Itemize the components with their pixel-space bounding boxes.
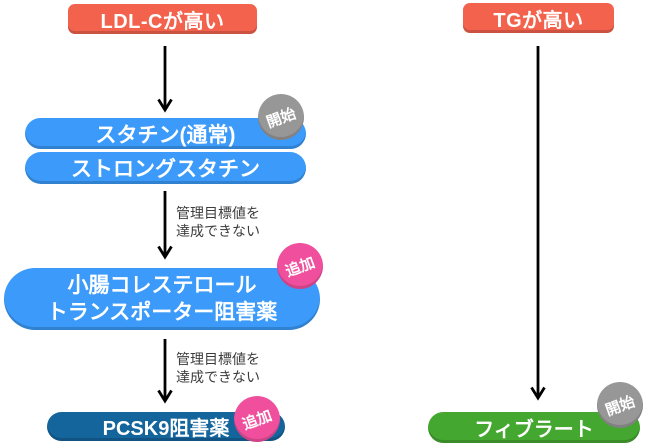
intestinal-inhibitor-label-line1: 小腸コレステロール bbox=[67, 274, 257, 297]
edge-label-line: 達成できない bbox=[176, 223, 260, 239]
start-badge-statin: 開始 bbox=[258, 94, 304, 140]
tg-condition-label: TGが高い bbox=[493, 9, 584, 32]
statin-normal-label: スタチン(通常) bbox=[95, 123, 236, 147]
statin-strong-box: ストロングスタチン bbox=[25, 152, 306, 184]
arrow-ldl-to-statin bbox=[157, 46, 173, 113]
ldl-condition-box: LDL-Cが高い bbox=[68, 4, 257, 34]
edge-label-line: 管理目標値を bbox=[176, 351, 260, 367]
arrow-intestinal-to-pcsk9 bbox=[157, 339, 173, 404]
edge-label-statin-to-intestinal: 管理目標値を 達成できない bbox=[176, 204, 260, 240]
arrow-tg-to-fibrate bbox=[530, 46, 546, 401]
add-badge-intestinal-label: 追加 bbox=[283, 253, 318, 281]
start-badge-statin-label: 開始 bbox=[264, 104, 299, 132]
edge-label-intestinal-to-pcsk9: 管理目標値を 達成できない bbox=[176, 350, 260, 386]
add-badge-pcsk9: 追加 bbox=[234, 396, 280, 442]
start-badge-fibrate-label: 開始 bbox=[603, 392, 638, 420]
fibrate-label: フィブラート bbox=[474, 419, 594, 441]
add-badge-intestinal: 追加 bbox=[277, 243, 323, 289]
arrow-statin-to-intestinal bbox=[157, 191, 173, 260]
start-badge-fibrate: 開始 bbox=[597, 382, 643, 428]
edge-label-line: 管理目標値を bbox=[176, 205, 260, 221]
intestinal-inhibitor-box: 小腸コレステロール トランスポーター阻害薬 bbox=[4, 268, 320, 330]
add-badge-pcsk9-label: 追加 bbox=[240, 406, 275, 434]
intestinal-inhibitor-label-line2: トランスポーター阻害薬 bbox=[46, 301, 278, 324]
pcsk9-inhibitor-label: PCSK9阻害薬 bbox=[102, 418, 230, 440]
ldl-condition-label: LDL-Cが高い bbox=[100, 10, 225, 33]
tg-condition-box: TGが高い bbox=[463, 3, 614, 33]
edge-label-line: 達成できない bbox=[176, 369, 260, 385]
statin-strong-label: ストロングスタチン bbox=[71, 158, 260, 181]
